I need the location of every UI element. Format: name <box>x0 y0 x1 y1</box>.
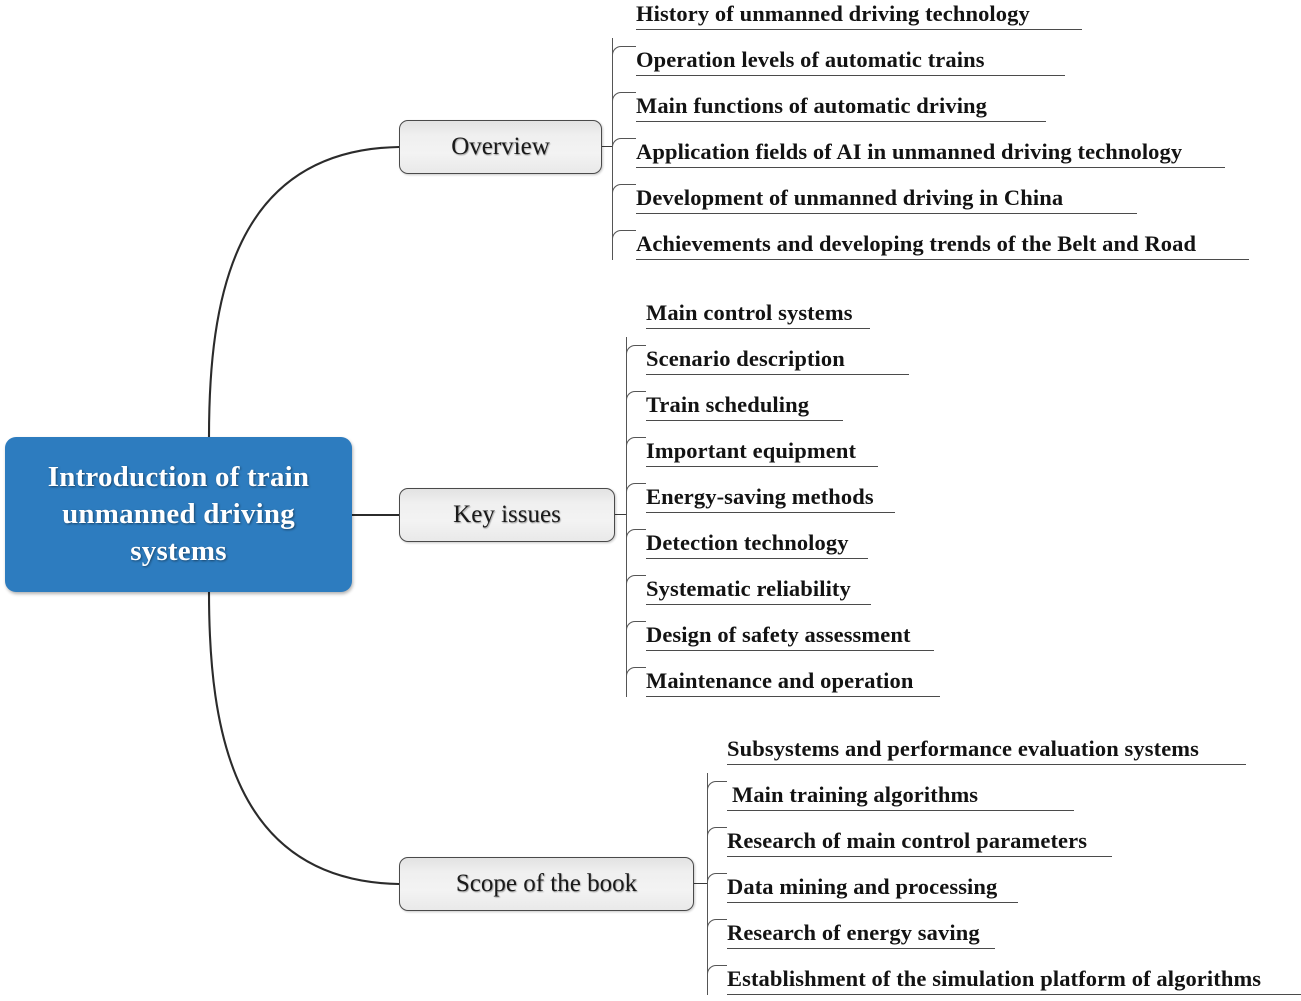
leaf-underline <box>646 558 868 559</box>
leaf-underline <box>646 466 878 467</box>
leaf-hook <box>707 873 727 903</box>
leaf-label: Subsystems and performance evaluation sy… <box>727 736 1200 761</box>
leaf-label: Research of energy saving <box>727 920 980 945</box>
leaf-label: Systematic reliability <box>646 576 851 601</box>
leaf-hook <box>626 437 646 467</box>
branch-node-key-issues[interactable]: Key issues <box>399 488 615 542</box>
leaf-underline <box>727 948 995 949</box>
leaf-underline <box>727 764 1246 765</box>
leaf-underline <box>727 994 1301 995</box>
leaf-underline <box>636 259 1249 260</box>
leaf-hook <box>612 138 636 168</box>
leaf-hook <box>612 230 636 260</box>
leaf-label: Main control systems <box>646 300 853 325</box>
stub-overview <box>602 146 613 147</box>
leaf-hook <box>626 391 646 421</box>
leaf-label: Research of main control parameters <box>727 828 1088 853</box>
leaf-underline <box>646 650 934 651</box>
leaf-underline <box>646 696 940 697</box>
edge-root-to-overview <box>207 145 401 439</box>
leaf-label: Data mining and processing <box>727 874 998 899</box>
leaf-hook <box>612 92 636 122</box>
leaf-hook <box>707 781 727 811</box>
leaf-underline <box>636 29 1082 30</box>
leaf-hook <box>626 529 646 559</box>
leaf-label: Scenario description <box>646 346 845 371</box>
leaf-underline <box>727 902 1018 903</box>
stub-scope <box>694 883 707 884</box>
root-node[interactable]: Introduction of train unmanned driving s… <box>5 437 352 592</box>
leaf-label: Operation levels of automatic trains <box>636 47 985 72</box>
spine-key-issues <box>626 337 627 697</box>
leaf-label: Detection technology <box>646 530 849 555</box>
branch-label-key-issues: Key issues <box>453 501 561 528</box>
root-node-label: Introduction of train unmanned driving s… <box>47 460 310 568</box>
leaf-underline <box>646 512 895 513</box>
leaf-label: Train scheduling <box>646 392 810 417</box>
leaf-hook <box>612 46 636 76</box>
leaf-hook <box>626 621 646 651</box>
leaf-label: Establishment of the simulation platform… <box>727 966 1262 991</box>
leaf-underline <box>646 420 843 421</box>
edge-root-to-scope <box>207 590 401 886</box>
leaf-label: Design of safety assessment <box>646 622 911 647</box>
leaf-label: Important equipment <box>646 438 857 463</box>
leaf-label: Maintenance and operation <box>646 668 914 693</box>
leaf-underline <box>727 810 1074 811</box>
branch-node-scope[interactable]: Scope of the book <box>399 857 694 911</box>
leaf-label: Development of unmanned driving in China <box>636 185 1064 210</box>
leaf-underline <box>636 213 1137 214</box>
branch-node-overview[interactable]: Overview <box>399 120 602 174</box>
leaf-hook <box>626 345 646 375</box>
leaf-hook <box>707 919 727 949</box>
leaf-underline <box>636 121 1046 122</box>
leaf-underline <box>636 167 1225 168</box>
leaf-label: Application fields of AI in unmanned dri… <box>636 139 1183 164</box>
leaf-hook <box>707 965 727 995</box>
leaf-hook <box>626 575 646 605</box>
leaf-hook <box>612 184 636 214</box>
leaf-hook <box>626 667 646 697</box>
leaf-label: History of unmanned driving technology <box>636 1 1030 26</box>
leaf-hook <box>626 483 646 513</box>
leaf-label: Main training algorithms <box>732 782 979 807</box>
leaf-underline <box>727 856 1112 857</box>
leaf-underline <box>646 328 870 329</box>
leaf-label: Achievements and developing trends of th… <box>636 231 1197 256</box>
leaf-hook <box>707 827 727 857</box>
branch-label-overview: Overview <box>451 133 550 160</box>
stub-key-issues <box>615 514 627 515</box>
leaf-underline <box>646 374 909 375</box>
branch-label-scope: Scope of the book <box>455 870 638 897</box>
leaf-underline <box>636 75 1065 76</box>
leaf-label: Main functions of automatic driving <box>636 93 988 118</box>
leaf-underline <box>646 604 871 605</box>
leaf-label: Energy-saving methods <box>646 484 874 509</box>
